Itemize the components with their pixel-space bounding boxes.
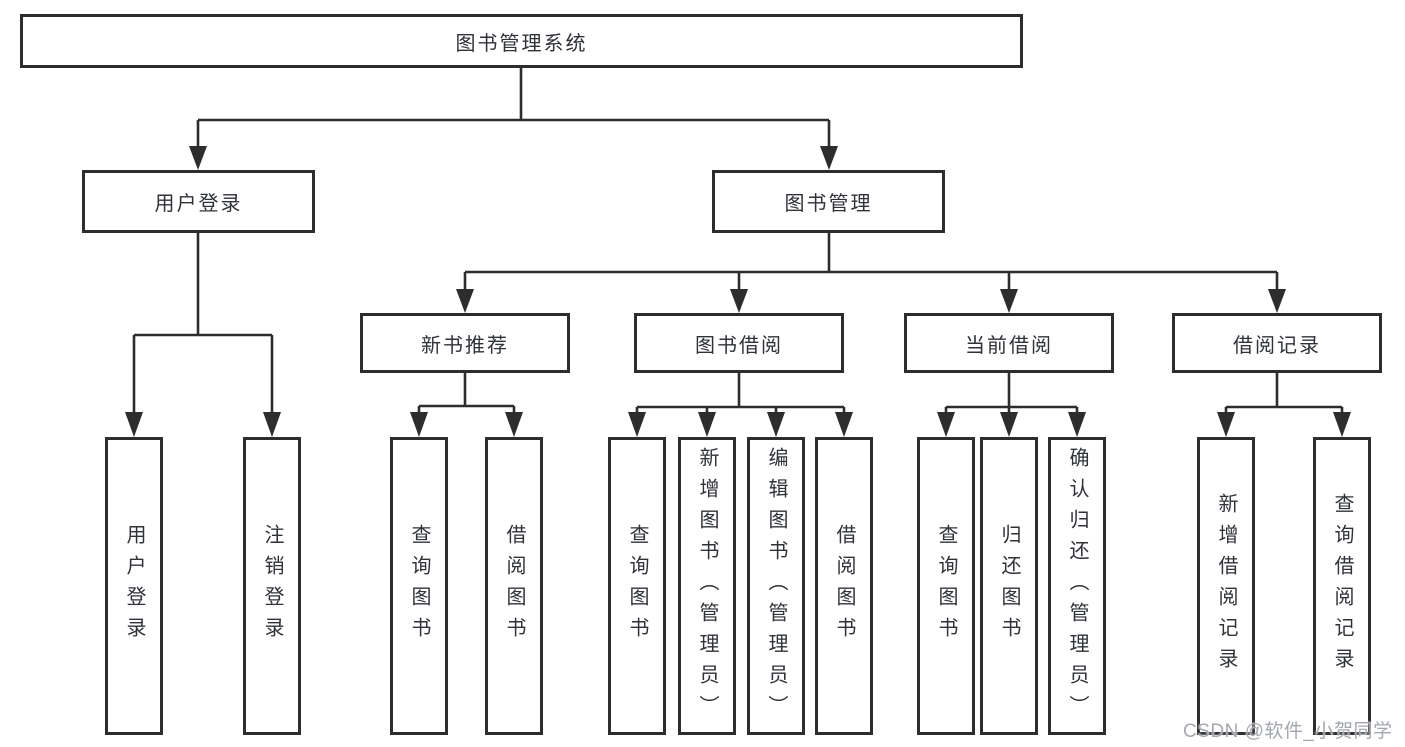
leaf-label: 查询图书: [408, 524, 430, 648]
leaf-edit-books-admin: 编辑图书（管理员）: [747, 437, 805, 735]
node-borrowing-records: 借阅记录: [1172, 313, 1382, 373]
node-user-login: 用户登录: [82, 170, 315, 233]
arrow-down-icon: [628, 412, 646, 437]
leaf-search-books-borrowing: 查询图书: [608, 437, 666, 735]
edge-borrowing-children: [635, 371, 846, 415]
node-root-system: 图书管理系统: [20, 14, 1023, 68]
leaf-logout: 注销登录: [243, 437, 301, 735]
arrowheads: [125, 146, 1351, 437]
edge-current-children: [944, 371, 1079, 415]
leaf-label: 编辑图书（管理员）: [765, 446, 787, 726]
leaf-label: 新增借阅记录: [1215, 493, 1237, 679]
arrow-down-icon: [835, 412, 853, 437]
leaf-borrow-books-recommend: 借阅图书: [485, 437, 543, 735]
arrow-down-icon: [1068, 412, 1086, 437]
leaf-label: 注销登录: [261, 524, 283, 648]
leaf-search-books-recommend: 查询图书: [390, 437, 448, 735]
arrow-down-icon: [767, 412, 785, 437]
edge-records-children: [1224, 371, 1344, 415]
arrow-down-icon: [125, 412, 143, 437]
arrow-down-icon: [820, 146, 838, 170]
node-current-borrowing: 当前借阅: [904, 313, 1114, 373]
arrow-down-icon: [189, 146, 207, 170]
leaf-add-books-admin: 新增图书（管理员）: [678, 437, 736, 735]
edge-book-mgmt-children: [463, 231, 1279, 291]
csdn-watermark: CSDN @软件_小贺同学: [1183, 721, 1393, 742]
leaf-label: 查询图书: [935, 524, 957, 648]
leaf-label: 用户登录: [123, 524, 145, 648]
arrow-down-icon: [1000, 289, 1018, 313]
leaf-borrow-books-borrowing: 借阅图书: [815, 437, 873, 735]
arrow-down-icon: [263, 412, 281, 437]
leaf-label: 借阅图书: [503, 524, 525, 648]
edge-new-book-children: [417, 371, 516, 415]
leaf-user-login: 用户登录: [105, 437, 163, 735]
leaf-search-borrow-record: 查询借阅记录: [1313, 437, 1371, 735]
arrow-down-icon: [1217, 412, 1235, 437]
arrow-down-icon: [1000, 412, 1018, 437]
arrow-down-icon: [456, 289, 474, 313]
node-new-book-recommend: 新书推荐: [360, 313, 570, 373]
leaf-label: 借阅图书: [833, 524, 855, 648]
arrow-down-icon: [698, 412, 716, 437]
leaf-add-borrow-record: 新增借阅记录: [1197, 437, 1255, 735]
arrow-down-icon: [410, 412, 428, 437]
leaf-return-books: 归还图书: [980, 437, 1038, 735]
arrow-down-icon: [1268, 289, 1286, 313]
leaf-search-books-current: 查询图书: [917, 437, 975, 735]
arrow-down-icon: [730, 289, 748, 313]
node-book-management: 图书管理: [712, 170, 945, 233]
arrow-down-icon: [1333, 412, 1351, 437]
leaf-label: 查询借阅记录: [1331, 493, 1353, 679]
leaf-label: 确认归还（管理员）: [1066, 446, 1088, 726]
edge-root-to-level2: [196, 66, 831, 149]
arrow-down-icon: [937, 412, 955, 437]
edge-user-login-children: [132, 231, 274, 414]
leaf-label: 归还图书: [998, 524, 1020, 648]
arrow-down-icon: [505, 412, 523, 437]
leaf-confirm-return-admin: 确认归还（管理员）: [1048, 437, 1106, 735]
leaf-label: 查询图书: [626, 524, 648, 648]
leaf-label: 新增图书（管理员）: [696, 446, 718, 726]
node-book-borrowing: 图书借阅: [634, 313, 844, 373]
